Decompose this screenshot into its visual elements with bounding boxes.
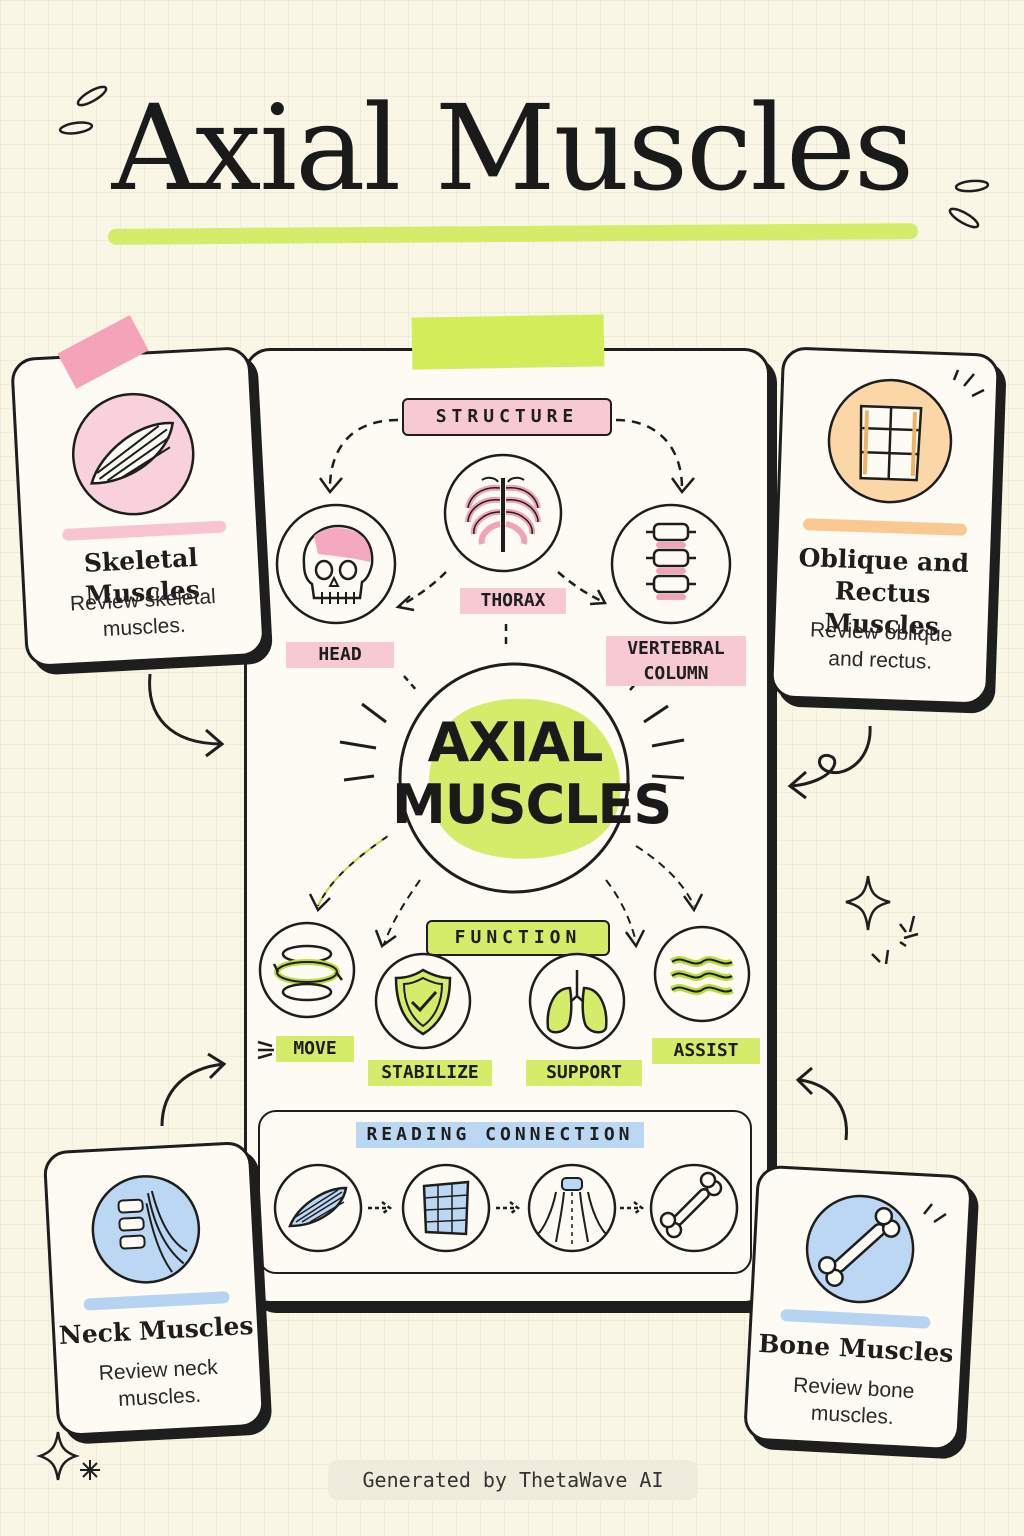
function-header: FUNCTION (426, 920, 610, 956)
assist-label: ASSIST (652, 1038, 760, 1064)
support-label: SUPPORT (526, 1060, 642, 1086)
reading-bone-icon (649, 1163, 739, 1253)
lungs-icon (528, 952, 626, 1050)
page-title: Axial Muscles (111, 79, 915, 217)
central-concept-circle (398, 662, 630, 894)
skull-icon (275, 503, 397, 625)
central-concept-text: AXIAL MUSCLES (392, 711, 672, 836)
central-line2: MUSCLES (392, 773, 672, 836)
vertebral-label: VERTEBRAL COLUMN (606, 636, 746, 686)
structure-header: STRUCTURE (402, 398, 612, 436)
neck-muscles-card[interactable]: Neck Muscles Review neck muscles. (42, 1140, 266, 1438)
footer-credit: Generated by ThetaWave AI (328, 1460, 698, 1500)
thorax-label: THORAX (460, 588, 566, 614)
abdominal-icon (827, 378, 953, 504)
bone-icon (805, 1194, 915, 1304)
spine-icon (610, 503, 732, 625)
bone-spark-icon (923, 1203, 947, 1224)
shield-check-icon (374, 952, 472, 1050)
oblique-spark-icon (952, 369, 985, 398)
vertebral-label-line1: VERTEBRAL (627, 638, 725, 659)
bone-muscles-card[interactable]: Bone Muscles Review bone muscles. (742, 1164, 974, 1452)
reading-grid-icon (401, 1163, 491, 1253)
move-label: MOVE (276, 1036, 354, 1062)
neck-spine-icon (91, 1175, 201, 1284)
title-sparkle-icon-right (948, 179, 990, 229)
waves-icon (653, 925, 751, 1023)
stabilize-label: STABILIZE (368, 1060, 492, 1086)
sparkle-icon (845, 875, 919, 965)
central-line1: AXIAL (427, 711, 604, 774)
skeletal-muscles-card[interactable]: Skeletal Muscles Review skeletal muscles… (10, 345, 266, 669)
sparkle-icon-bottom (36, 1431, 100, 1481)
title-sparkle-icon (58, 85, 108, 135)
oblique-rectus-card[interactable]: Oblique and Rectus Muscles Review obliqu… (769, 346, 1001, 706)
reading-neck-icon (527, 1163, 617, 1253)
reading-connection-box (258, 1110, 752, 1274)
move-label-dash-icon (257, 1040, 274, 1060)
muscle-fiber-icon (71, 392, 195, 516)
rotate-icon (258, 921, 356, 1019)
vertebral-label-line2: COLUMN (643, 663, 709, 684)
head-label: HEAD (286, 642, 394, 668)
ribcage-icon (443, 453, 563, 573)
reading-connection-header: READING CONNECTION (356, 1122, 644, 1148)
reading-muscle-icon (273, 1163, 363, 1253)
